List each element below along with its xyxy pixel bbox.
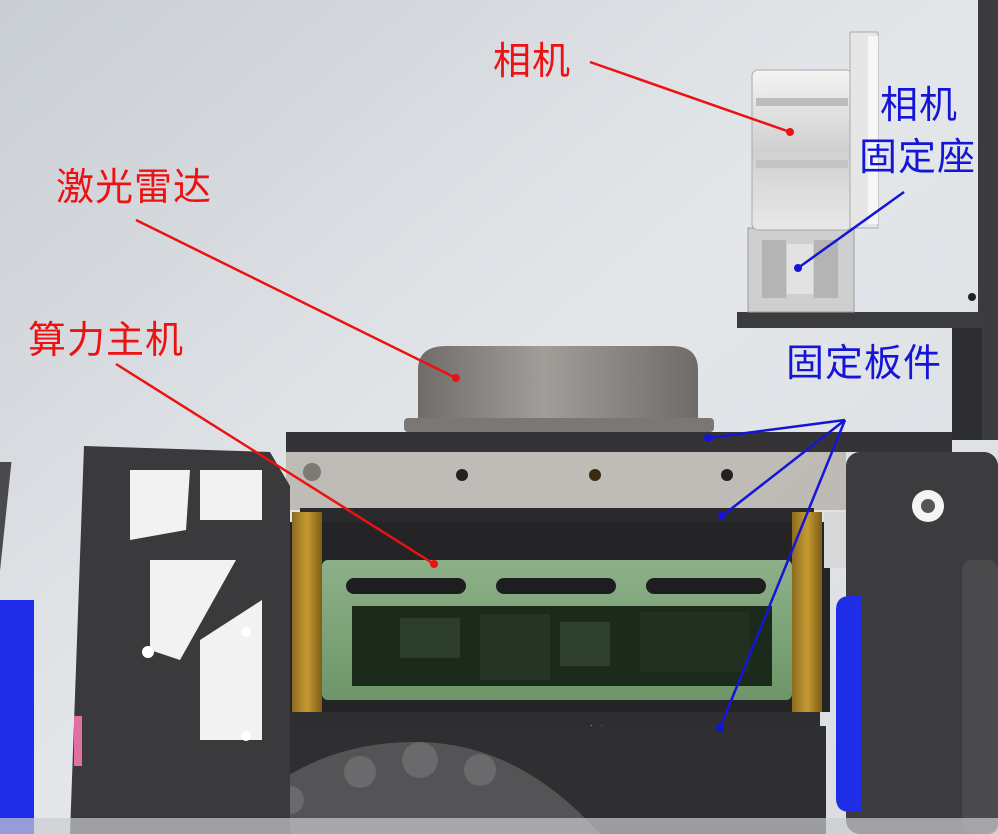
- lidar-unit: [404, 346, 714, 432]
- drive-wheel: [220, 741, 600, 834]
- bottom-strip: [0, 818, 998, 834]
- label-camera: 相机: [493, 39, 571, 83]
- label-fixing-plates: 固定板件: [786, 341, 942, 385]
- blue-leader-lines: [707, 190, 905, 729]
- right-rail: [792, 512, 822, 712]
- label-computer: 算力主机: [28, 318, 184, 362]
- camera-bracket: [747, 227, 855, 313]
- camera-body: [751, 31, 879, 231]
- blue-leader-dots: [704, 264, 802, 732]
- middle-fixing-plate: [300, 508, 814, 522]
- top-fixing-plate: [286, 432, 952, 452]
- label-camera-mount-line1: 相机: [880, 83, 958, 127]
- label-camera-mount-line2: 固定座: [859, 135, 976, 179]
- left-frame: [0, 446, 290, 834]
- enclosure-top: [286, 452, 846, 510]
- camera-mount-plate: [737, 312, 982, 328]
- bottom-fixing-plate: [290, 712, 820, 726]
- right-module: [824, 452, 998, 834]
- right-column: [952, 0, 998, 440]
- red-leader-lines: [115, 60, 791, 566]
- left-rail: [292, 512, 322, 712]
- red-leader-dots: [430, 128, 794, 568]
- computer-board: [322, 560, 792, 700]
- label-lidar: 激光雷达: [56, 165, 212, 209]
